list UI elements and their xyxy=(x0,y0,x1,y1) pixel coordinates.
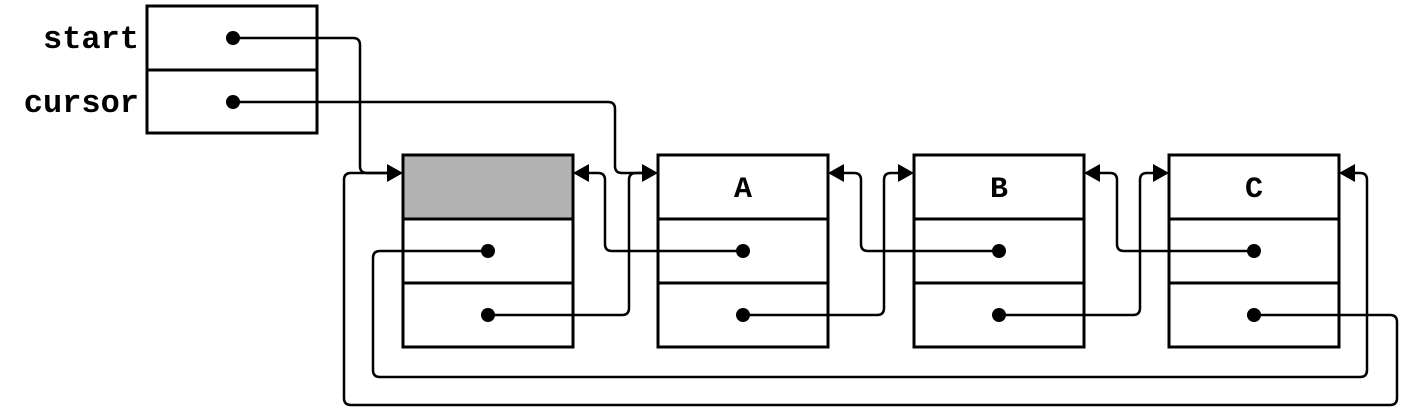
header-next-to-node-a xyxy=(486,171,646,317)
node-a-label: A xyxy=(734,173,752,207)
node-a-prev-to-header xyxy=(587,171,745,253)
pointer-variables-box: start cursor xyxy=(24,4,319,135)
node-b-next-to-node-c xyxy=(997,171,1157,317)
node-a-next-to-node-b xyxy=(741,171,902,317)
start-arrowhead xyxy=(387,164,403,182)
node-c-prev-arrowhead xyxy=(1339,164,1355,182)
node-c-next-to-header xyxy=(342,171,1399,407)
node-b-prev-to-node-a xyxy=(842,171,1001,253)
node-a-prev-arrowhead xyxy=(828,164,844,182)
node-b-label: B xyxy=(990,173,1008,207)
header-prev-to-node-c xyxy=(371,171,1369,379)
node-c-prev-to-node-b xyxy=(1098,171,1256,253)
node-b-in-arrowhead xyxy=(898,164,914,182)
cursor-arrowhead xyxy=(642,164,658,182)
node-c-in-arrowhead xyxy=(1153,164,1169,182)
cursor-to-node-a-arrow xyxy=(231,100,646,175)
header-prev-arrowhead xyxy=(573,164,589,182)
node-b-prev-arrowhead xyxy=(1084,164,1100,182)
node-c-label: C xyxy=(1245,173,1263,207)
cursor-label: cursor xyxy=(24,85,139,122)
start-label: start xyxy=(43,21,139,58)
header-node-fill xyxy=(404,156,572,219)
